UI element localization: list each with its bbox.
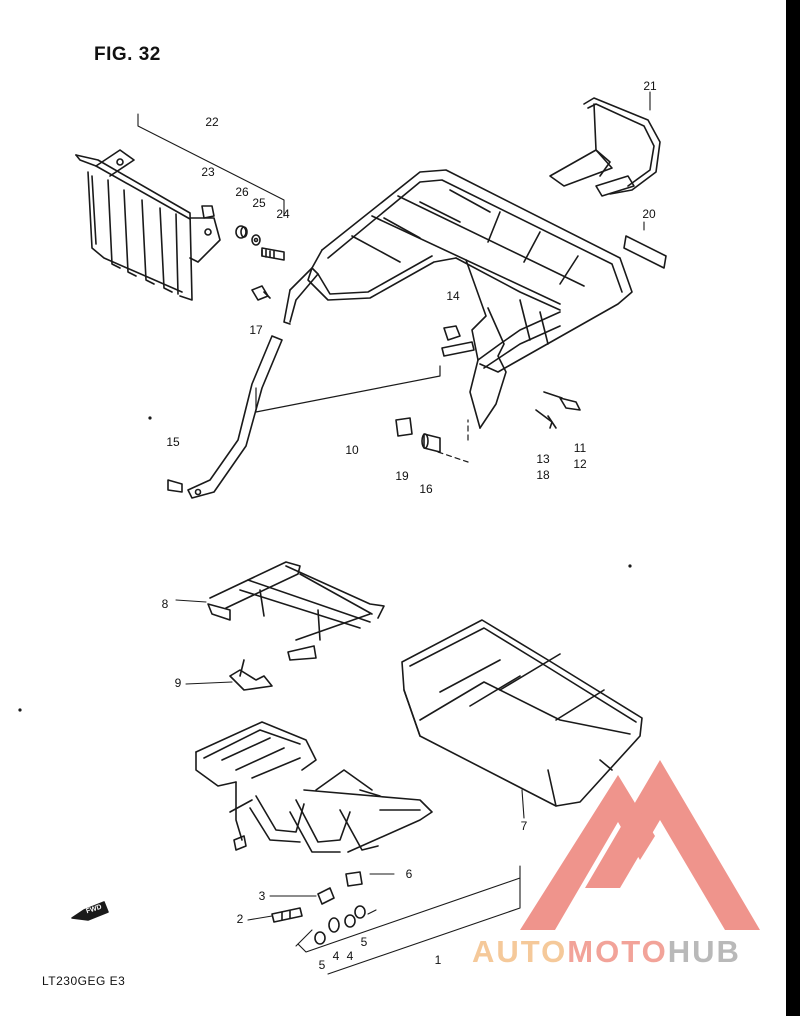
figure-title: FIG. 32 bbox=[94, 44, 161, 65]
front-carrier-part-1 bbox=[195, 721, 433, 853]
collar-part-4a bbox=[328, 917, 340, 933]
callout-5-left: 5 bbox=[318, 958, 326, 972]
collar-part-16 bbox=[421, 433, 441, 453]
clamp-part-3 bbox=[317, 887, 335, 905]
callout-17: 17 bbox=[249, 323, 263, 337]
callout-26: 26 bbox=[235, 185, 249, 199]
callout-18: 18 bbox=[536, 468, 550, 482]
callout-10: 10 bbox=[345, 443, 359, 457]
callout-14: 14 bbox=[446, 289, 460, 303]
watermark-text: AUTOMOTOHUB bbox=[472, 934, 741, 970]
callout-4-left: 4 bbox=[332, 949, 340, 963]
callout-6: 6 bbox=[405, 867, 413, 881]
watermark-auto: AUTO bbox=[472, 934, 568, 969]
front-guard-part-22 bbox=[75, 149, 221, 301]
collar-part-26 bbox=[235, 225, 248, 239]
watermark-logo bbox=[520, 760, 760, 930]
tray-part-7 bbox=[401, 619, 643, 807]
callout-7: 7 bbox=[520, 819, 528, 833]
bracket-part-8 bbox=[207, 561, 385, 661]
watermark-moto: MOTO bbox=[567, 934, 668, 969]
callout-13: 13 bbox=[536, 452, 550, 466]
nut-part-19 bbox=[395, 417, 413, 437]
bracket-part-21 bbox=[549, 97, 661, 197]
carrier-stay bbox=[187, 335, 283, 499]
callout-3: 3 bbox=[258, 889, 266, 903]
callout-2: 2 bbox=[236, 912, 244, 926]
collar-part-4b bbox=[344, 914, 356, 928]
washer-part-25 bbox=[251, 234, 261, 246]
callout-22: 22 bbox=[205, 115, 219, 129]
bolt-part-17 bbox=[251, 285, 271, 301]
callout-21: 21 bbox=[643, 79, 657, 93]
callout-16: 16 bbox=[419, 482, 433, 496]
nut-part-6 bbox=[345, 871, 363, 887]
rear-carrier-part-10 bbox=[283, 169, 633, 429]
callout-24: 24 bbox=[276, 207, 290, 221]
watermark-hub: HUB bbox=[667, 934, 741, 969]
nut-part-14 bbox=[443, 325, 461, 341]
model-code: LT230GEG E3 bbox=[42, 974, 126, 988]
bolt-part-2 bbox=[271, 907, 303, 923]
callout-19: 19 bbox=[395, 469, 409, 483]
callout-15: 15 bbox=[166, 435, 180, 449]
callout-5-right: 5 bbox=[360, 935, 368, 949]
bolt-part-24 bbox=[261, 247, 285, 261]
fwd-arrow-icon bbox=[71, 901, 109, 921]
callout-12: 12 bbox=[573, 457, 587, 471]
clip-part-9 bbox=[229, 659, 273, 691]
callout-23: 23 bbox=[201, 165, 215, 179]
collar-part-5b bbox=[354, 905, 366, 919]
nut-part-23 bbox=[201, 205, 215, 219]
callout-8: 8 bbox=[161, 597, 169, 611]
bolt-part-13 bbox=[535, 409, 557, 429]
callout-1: 1 bbox=[434, 953, 442, 967]
callout-11: 11 bbox=[573, 441, 587, 455]
bolt-part-11 bbox=[543, 391, 581, 411]
plate-part-14b bbox=[441, 341, 475, 357]
callout-25: 25 bbox=[252, 196, 266, 210]
callout-4-right: 4 bbox=[346, 949, 354, 963]
bolt-part-15 bbox=[167, 479, 183, 493]
callout-20: 20 bbox=[642, 207, 656, 221]
collar-part-5a bbox=[314, 931, 326, 945]
label-plate-part-20 bbox=[623, 235, 667, 269]
callout-9: 9 bbox=[174, 676, 182, 690]
